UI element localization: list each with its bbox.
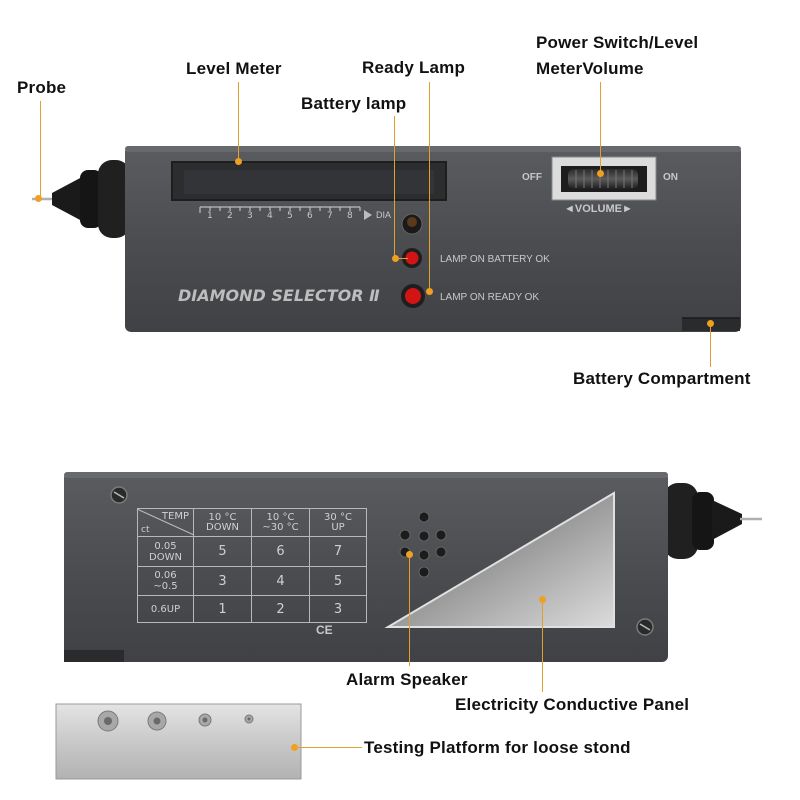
leader-conductive-panel (542, 600, 543, 692)
scale-end-label: DIA (376, 210, 392, 220)
volume-label: ◄VOLUME► (564, 203, 633, 215)
switch-off-label: OFF (522, 172, 542, 183)
leader-dot (539, 596, 546, 603)
leader-battery-compartment (710, 325, 711, 367)
table-cell: 1 (193, 595, 252, 623)
corner-top: TEMP (161, 511, 189, 522)
row-header: 0.05 DOWN (137, 536, 194, 567)
temperature-table: TEMP ct 10 °C DOWN 10 °C ~30 °C 30 °C UP… (137, 508, 367, 623)
leader-dot (707, 320, 714, 327)
leader-battery-lamp-h (394, 258, 408, 259)
volume-wheel (568, 169, 638, 189)
corner-bottom: ct (141, 525, 150, 535)
battery-lamp-label: Battery lamp (301, 94, 407, 113)
table-cell: 2 (251, 595, 310, 623)
leader-dot (597, 170, 604, 177)
brand-text: DIAMOND SELECTOR Ⅱ (178, 286, 380, 305)
battery-compartment-label: Battery Compartment (573, 369, 751, 388)
col-header: 10 °C DOWN (193, 508, 252, 537)
table-corner: TEMP ct (137, 508, 194, 537)
leader-power-switch (600, 82, 601, 174)
alarm-speaker-label: Alarm Speaker (346, 670, 468, 689)
table-cell: 3 (193, 566, 252, 596)
power-switch-label-line1: Power Switch/Level (536, 33, 699, 52)
table-row: 0.06 ~0.5 3 4 5 (137, 566, 367, 596)
leader-dot (235, 158, 242, 165)
probe-tip-front (32, 160, 130, 238)
table-cell: 6 (251, 536, 310, 567)
probe-tip-back (664, 483, 762, 559)
conductive-panel-label: Electricity Conductive Panel (455, 695, 690, 714)
leader-dot (426, 288, 433, 295)
meter-scale (199, 206, 361, 213)
leader-ready-lamp (429, 82, 430, 291)
table-cell: 7 (309, 536, 367, 567)
leader-level-meter (238, 82, 239, 162)
col-header: 30 °C UP (309, 508, 367, 537)
scale-number: 5 (287, 211, 293, 221)
leader-dot (291, 744, 298, 751)
testing-platform (55, 703, 302, 780)
ready-lamp-label: Ready Lamp (362, 58, 466, 77)
table-cell: 5 (193, 536, 252, 567)
conductive-panel (384, 491, 615, 628)
lamp-battery-text: LAMP ON BATTERY OK (440, 254, 550, 265)
table-row: 0.6UP 1 2 3 (137, 595, 367, 623)
scale-number: 6 (307, 211, 313, 221)
power-switch-label-line2: MeterVolume (536, 59, 644, 78)
front-device (32, 146, 741, 332)
row-header: 0.6UP (137, 595, 194, 623)
alarm-speaker-holes (399, 511, 447, 578)
table-cell: 4 (251, 566, 310, 596)
leader-dot (392, 255, 399, 262)
level-meter-label: Level Meter (186, 59, 282, 78)
leader-dot (35, 195, 42, 202)
lamp-ready-text: LAMP ON READY OK (440, 292, 540, 303)
leader-battery-lamp (394, 116, 395, 258)
leader-dot (406, 551, 413, 558)
probe-label: Probe (17, 78, 67, 97)
table-cell: 5 (309, 566, 367, 596)
leader-alarm-speaker (409, 556, 410, 666)
scale-number: 3 (247, 211, 253, 221)
row-header: 0.06 ~0.5 (137, 566, 194, 596)
leader-probe (40, 101, 41, 197)
ce-mark: CE (316, 623, 333, 637)
table-cell: 3 (309, 595, 367, 623)
leader-testing-platform (296, 747, 362, 748)
scale-number: 2 (227, 211, 233, 221)
switch-on-label: ON (663, 172, 678, 183)
scale-number: 1 (207, 211, 213, 221)
table-row: 0.05 DOWN 5 6 7 (137, 536, 367, 567)
scale-number: 7 (327, 211, 333, 221)
col-header: 10 °C ~30 °C (251, 508, 310, 537)
testing-platform-label: Testing Platform for loose stond (364, 738, 631, 757)
scale-number: 4 (267, 211, 273, 221)
scale-number: 8 (347, 211, 353, 221)
